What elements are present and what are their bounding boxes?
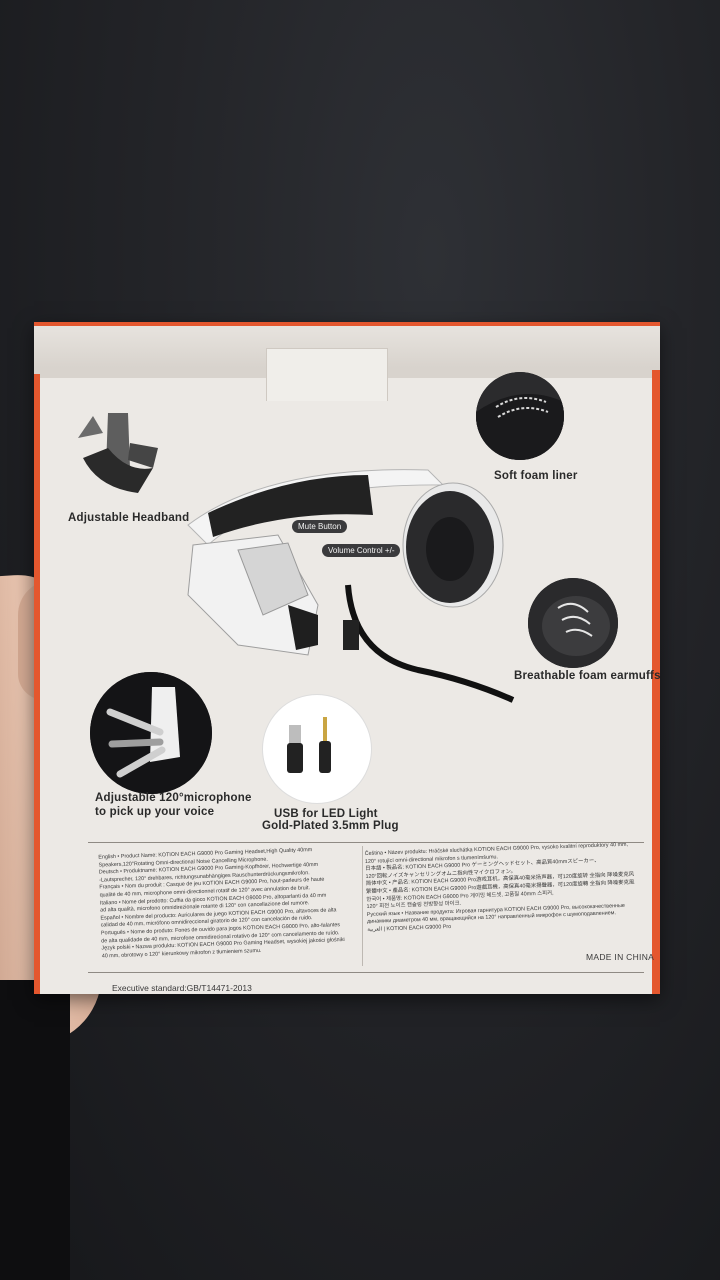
foam-liner-label: Soft foam liner xyxy=(494,470,578,482)
mute-button-callout: Mute Button xyxy=(292,520,348,533)
made-in-china: MADE IN CHINA xyxy=(586,952,655,962)
dark-sleeve xyxy=(0,980,70,1280)
microphone-closeup xyxy=(90,672,212,794)
headset-image xyxy=(187,469,515,703)
foam-liner-closeup xyxy=(476,372,564,460)
spec-text-right: Čeština • Název produktu: Hráčské sluchá… xyxy=(365,841,652,934)
foam-stitch-icon xyxy=(476,372,564,460)
box-left-edge xyxy=(34,374,40,994)
usb-label-line2: Gold-Plated 3.5mm Plug xyxy=(262,820,399,832)
spec-text-left: English • Product Name: KOTION EACH G900… xyxy=(98,845,362,960)
headband-label: Adjustable Headband xyxy=(68,512,190,524)
earmuff-closeup xyxy=(528,578,618,668)
microphone-label-line1: Adjustable 120°microphone xyxy=(95,792,252,804)
spec-bottom-divider xyxy=(88,972,644,973)
microphone-boom-icon xyxy=(90,672,212,794)
headband-slider-icon xyxy=(78,413,158,493)
executive-standard: Executive standard:GB/T14471-2013 xyxy=(112,983,252,993)
earmuff-airflow-icon xyxy=(528,578,618,668)
box-flap xyxy=(266,348,388,401)
usb-plug-icon xyxy=(287,717,331,773)
earmuffs-label: Breathable foam earmuffs xyxy=(514,670,661,682)
usb-label-line1: USB for LED Light xyxy=(274,808,378,820)
box-right-edge xyxy=(652,370,660,994)
plugs-closeup xyxy=(262,694,372,804)
spec-top-divider xyxy=(88,842,644,843)
spec-column-divider xyxy=(362,846,363,966)
volume-control-callout: Volume Control +/- xyxy=(322,544,401,557)
microphone-label-line2: to pick up your voice xyxy=(95,806,215,818)
